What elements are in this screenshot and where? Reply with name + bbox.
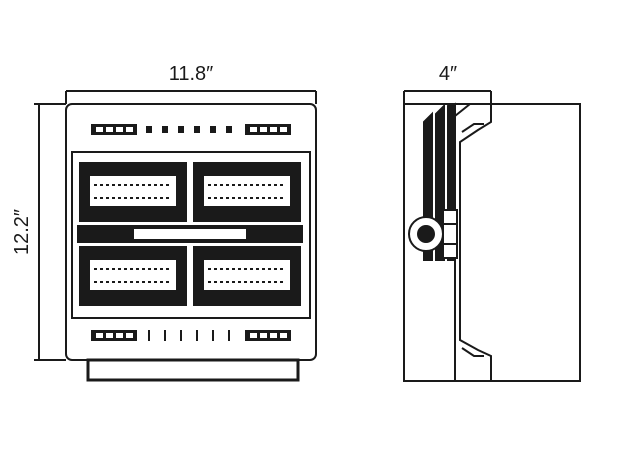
pivot-knuckle (408, 209, 458, 259)
width-label: 11.8″ (169, 63, 214, 85)
led-module-top-right (193, 162, 301, 222)
led-module-bottom-right (193, 246, 301, 306)
fixture-profile (454, 103, 492, 381)
height-label: 12.2″ (11, 209, 33, 255)
mounting-base (86, 358, 300, 382)
side-view (403, 90, 581, 382)
depth-label: 4″ (439, 63, 457, 85)
led-module-bottom-left (79, 246, 187, 306)
depth-dimension (403, 90, 492, 104)
center-divider (77, 225, 303, 243)
width-dimension (65, 90, 317, 104)
front-view (34, 90, 317, 382)
led-window (71, 151, 311, 319)
top-indicator-strip (91, 124, 291, 135)
height-dimension (34, 103, 66, 361)
led-module-top-left (79, 162, 187, 222)
bottom-indicator-strip (91, 330, 291, 341)
